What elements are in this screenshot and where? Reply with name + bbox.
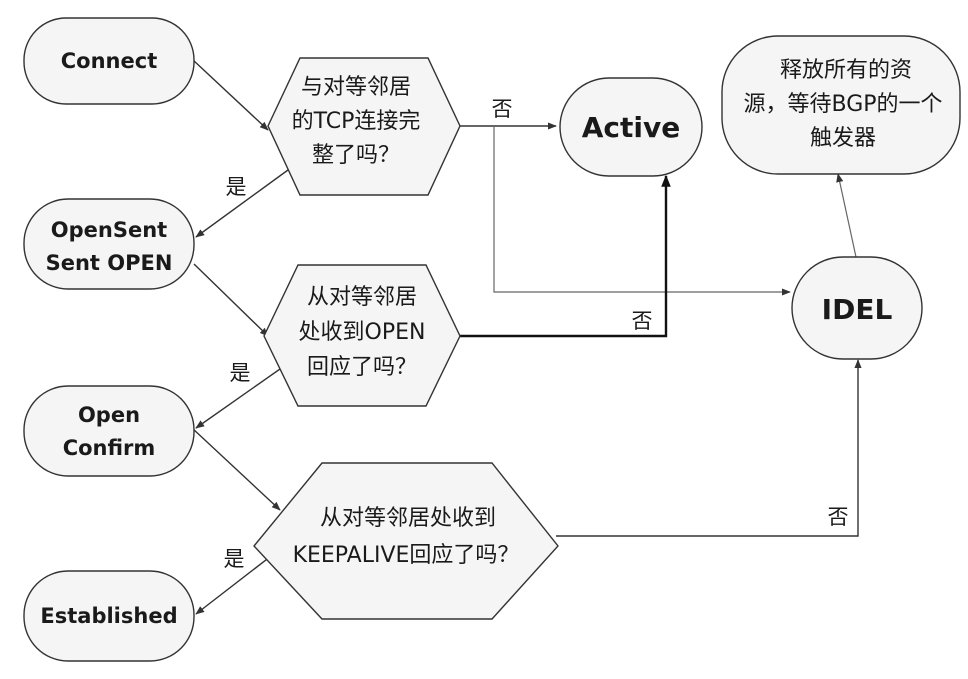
decision-tcp-connected: 与对等邻居 的TCP连接完 整了吗？ [267,57,461,196]
edge-openconfirm-to-keepalive-check [191,427,281,511]
state-established-label: Established [40,604,177,628]
decision-tcp-line1: 与对等邻居 [301,75,411,100]
state-node-active: Active [559,77,703,177]
state-openconfirm-label-line2: Confirm [63,436,156,460]
decision-keepalive-received: 从对等邻居处收到 KEEPALIVE回应了吗？ [253,462,559,620]
state-node-connect: Connect [23,17,195,105]
state-active-label: Active [582,111,681,144]
state-opensent-label-line1: OpenSent [51,218,167,242]
edge-label-open-no: 否 [632,309,653,333]
edge-open-no-to-active [460,174,671,338]
decision-tcp-line3: 整了吗？ [312,143,400,168]
state-connect-label: Connect [61,49,157,73]
edge-open-yes-to-openconfirm [195,361,291,429]
state-node-established: Established [23,570,195,662]
edge-tcp-no-to-idel [493,126,791,296]
state-node-idel: IDEL [791,256,923,360]
edge-keepalive-no-to-idel [556,359,862,537]
release-label-line1: 释放所有的资 [780,58,912,83]
state-node-release-resources: 释放所有的资 源，等待BGP的一个 触发器 [721,35,961,175]
decision-open-received: 从对等邻居 处收到OPEN 回应了吗？ [263,264,461,407]
state-node-openconfirm: Open Confirm [23,385,195,477]
edge-label-keepalive-no: 否 [828,505,849,529]
release-label-line3: 触发器 [810,126,876,151]
state-node-opensent: OpenSent Sent OPEN [23,198,195,290]
edge-label-tcp-yes: 是 [226,175,247,199]
edge-label-tcp-no: 否 [492,97,513,121]
edge-label-open-yes: 是 [230,361,251,385]
state-openconfirm-label-line1: Open [78,403,140,427]
decision-open-line3: 回应了吗？ [307,355,417,380]
edge-idel-to-release [836,173,857,258]
decision-tcp-line2: 的TCP连接完 [292,109,421,134]
release-label-line2: 源，等待BGP的一个 [743,92,942,117]
decision-open-line1: 从对等邻居 [307,285,417,310]
edge-connect-to-tcp-check [192,59,269,131]
decision-keepalive-line1: 从对等邻居处收到 [320,506,496,531]
state-idel-label: IDEL [822,293,893,326]
edge-opensent-to-open-check [193,263,269,337]
state-opensent-label-line2: Sent OPEN [46,251,173,275]
decision-keepalive-line2: KEEPALIVE回应了吗？ [293,543,520,568]
decision-open-line2: 处收到OPEN [299,320,426,345]
edge-tcp-yes-to-opensent [195,169,289,238]
edge-label-keepalive-yes: 是 [224,547,245,571]
